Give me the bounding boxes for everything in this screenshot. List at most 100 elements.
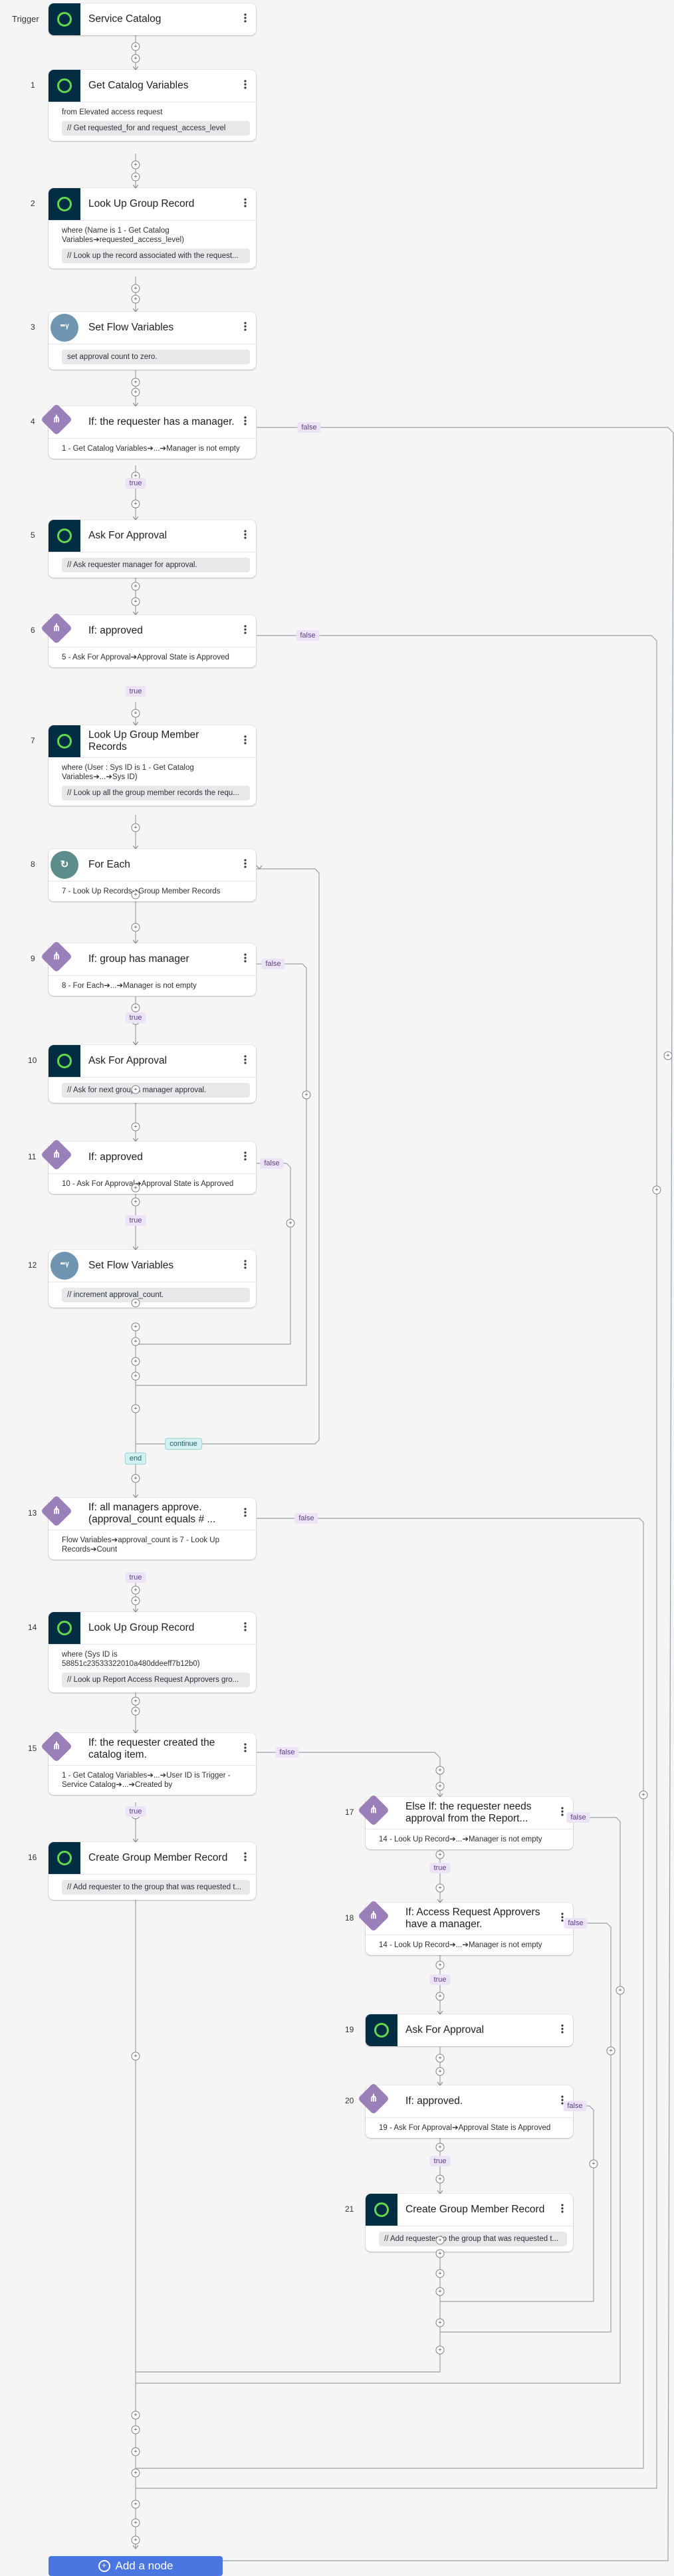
add-step-plus-icon[interactable]: +: [131, 1706, 140, 1716]
add-step-plus-icon[interactable]: +: [131, 2447, 140, 2456]
add-step-plus-icon[interactable]: +: [131, 42, 140, 51]
add-step-plus-icon[interactable]: +: [131, 1298, 140, 1308]
flow-step-card[interactable]: Create Group Member Record // Add reques…: [366, 2194, 573, 2252]
flow-step-card[interactable]: ⁼ᵞ Set Flow Variables set approval count…: [49, 312, 256, 370]
add-step-plus-icon[interactable]: +: [639, 1790, 648, 1800]
add-step-plus-icon[interactable]: +: [131, 2051, 140, 2061]
flow-step-card[interactable]: ↻ For Each 7 - Look Up Records➔Group Mem…: [49, 849, 256, 901]
add-step-plus-icon[interactable]: +: [131, 1371, 140, 1381]
add-step-plus-icon[interactable]: +: [435, 1782, 445, 1791]
add-step-plus-icon[interactable]: +: [131, 1337, 140, 1346]
add-step-plus-icon[interactable]: +: [589, 2159, 598, 2168]
add-step-plus-icon[interactable]: +: [435, 2345, 445, 2355]
add-step-plus-icon[interactable]: +: [131, 378, 140, 387]
step-header[interactable]: Look Up Group Record: [49, 1612, 256, 1644]
add-step-plus-icon[interactable]: +: [435, 2249, 445, 2258]
add-step-plus-icon[interactable]: +: [131, 388, 140, 397]
more-options-icon[interactable]: [241, 80, 249, 92]
more-options-icon[interactable]: [558, 2204, 566, 2216]
flow-step-card[interactable]: ⋔ If: approved 10 - Ask For Approval➔App…: [49, 1141, 256, 1194]
step-header[interactable]: ↻ For Each: [49, 849, 256, 881]
add-step-plus-icon[interactable]: +: [131, 1474, 140, 1483]
step-header[interactable]: ⁼ᵞ Set Flow Variables: [49, 312, 256, 344]
add-step-plus-icon[interactable]: +: [131, 2468, 140, 2478]
flow-step-card[interactable]: Look Up Group Record where (Name is 1 - …: [49, 188, 256, 269]
flow-step-card[interactable]: ⋔ If: the requester created the catalog …: [49, 1733, 256, 1795]
add-step-plus-icon[interactable]: +: [131, 499, 140, 509]
more-options-icon[interactable]: [241, 1508, 249, 1520]
flow-step-card[interactable]: ⋔ Else If: the requester needs approval …: [366, 1797, 573, 1849]
add-step-plus-icon[interactable]: +: [302, 1090, 311, 1100]
add-step-plus-icon[interactable]: +: [131, 1122, 140, 1131]
add-step-plus-icon[interactable]: +: [131, 1697, 140, 1706]
step-header[interactable]: Create Group Member Record: [366, 2194, 573, 2226]
add-step-plus-icon[interactable]: +: [131, 2410, 140, 2420]
step-header[interactable]: Look Up Group Member Records: [49, 725, 256, 757]
add-step-plus-icon[interactable]: +: [131, 2518, 140, 2527]
add-step-plus-icon[interactable]: +: [435, 2236, 445, 2245]
flow-step-card[interactable]: ⋔ If: Access Request Approvers have a ma…: [366, 1903, 573, 1955]
add-step-plus-icon[interactable]: +: [435, 1766, 445, 1775]
add-step-plus-icon[interactable]: +: [131, 890, 140, 899]
more-options-icon[interactable]: [558, 2024, 566, 2036]
more-options-icon[interactable]: [241, 1852, 249, 1864]
add-step-plus-icon[interactable]: +: [435, 2287, 445, 2296]
add-step-plus-icon[interactable]: +: [131, 284, 140, 293]
add-node-button[interactable]: + Add a node: [49, 2556, 223, 2576]
add-step-plus-icon[interactable]: +: [131, 597, 140, 606]
add-step-plus-icon[interactable]: +: [606, 2046, 616, 2055]
add-step-plus-icon[interactable]: +: [435, 1960, 445, 1970]
add-step-plus-icon[interactable]: +: [131, 1596, 140, 1605]
flow-step-card[interactable]: ⋔ If: the requester has a manager. 1 - G…: [49, 406, 256, 459]
more-options-icon[interactable]: [241, 1260, 249, 1272]
step-header[interactable]: ⋔ If: all managers approve. (approval_co…: [49, 1498, 256, 1530]
add-step-plus-icon[interactable]: +: [435, 2318, 445, 2327]
add-step-plus-icon[interactable]: +: [663, 1051, 673, 1060]
add-step-plus-icon[interactable]: +: [131, 1085, 140, 1094]
more-options-icon[interactable]: [241, 1055, 249, 1067]
add-step-plus-icon[interactable]: +: [131, 923, 140, 932]
add-step-plus-icon[interactable]: +: [131, 1404, 140, 1413]
flow-step-card[interactable]: Look Up Group Record where (Sys ID is 58…: [49, 1612, 256, 1693]
step-header[interactable]: ⋔ If: the requester created the catalog …: [49, 1733, 256, 1765]
add-step-plus-icon[interactable]: +: [435, 2053, 445, 2063]
add-step-plus-icon[interactable]: +: [131, 1003, 140, 1012]
flow-step-card[interactable]: Create Group Member Record // Add reques…: [49, 1842, 256, 1900]
step-header[interactable]: ⋔ If: approved.: [366, 2085, 573, 2117]
add-step-plus-icon[interactable]: +: [131, 582, 140, 591]
step-header[interactable]: ⋔ If: approved: [49, 1141, 256, 1173]
more-options-icon[interactable]: [241, 1743, 249, 1755]
flow-step-card[interactable]: ⁼ᵞ Set Flow Variables // increment appro…: [49, 1250, 256, 1308]
more-options-icon[interactable]: [241, 13, 249, 25]
more-options-icon[interactable]: [241, 953, 249, 965]
more-options-icon[interactable]: [241, 859, 249, 871]
flow-step-card[interactable]: Ask For Approval // Ask for next group's…: [49, 1045, 256, 1103]
step-header[interactable]: ⋔ If: Access Request Approvers have a ma…: [366, 1903, 573, 1934]
add-step-plus-icon[interactable]: +: [131, 823, 140, 832]
step-header[interactable]: ⋔ If: the requester has a manager.: [49, 406, 256, 438]
add-step-plus-icon[interactable]: +: [131, 1197, 140, 1207]
add-step-plus-icon[interactable]: +: [131, 709, 140, 718]
add-step-plus-icon[interactable]: +: [652, 1185, 661, 1195]
add-step-plus-icon[interactable]: +: [435, 1883, 445, 1893]
add-step-plus-icon[interactable]: +: [131, 1183, 140, 1193]
add-step-plus-icon[interactable]: +: [131, 1585, 140, 1595]
more-options-icon[interactable]: [241, 625, 249, 637]
flow-step-card[interactable]: ⋔ If: group has manager 8 - For Each➔...…: [49, 943, 256, 996]
step-header[interactable]: Look Up Group Record: [49, 188, 256, 220]
add-step-plus-icon[interactable]: +: [435, 2269, 445, 2278]
add-step-plus-icon[interactable]: +: [131, 2500, 140, 2509]
step-header[interactable]: Get Catalog Variables: [49, 70, 256, 102]
more-options-icon[interactable]: [241, 1622, 249, 1634]
more-options-icon[interactable]: [241, 198, 249, 210]
more-options-icon[interactable]: [558, 1913, 566, 1925]
flow-step-card[interactable]: Look Up Group Member Records where (User…: [49, 725, 256, 806]
add-step-plus-icon[interactable]: +: [435, 2143, 445, 2152]
add-step-plus-icon[interactable]: +: [286, 1219, 295, 1228]
more-options-icon[interactable]: [241, 322, 249, 334]
add-step-plus-icon[interactable]: +: [616, 1986, 625, 1995]
more-options-icon[interactable]: [241, 416, 249, 428]
add-step-plus-icon[interactable]: +: [131, 160, 140, 170]
trigger-card[interactable]: Service Catalog: [49, 3, 256, 35]
add-step-plus-icon[interactable]: +: [435, 1850, 445, 1859]
